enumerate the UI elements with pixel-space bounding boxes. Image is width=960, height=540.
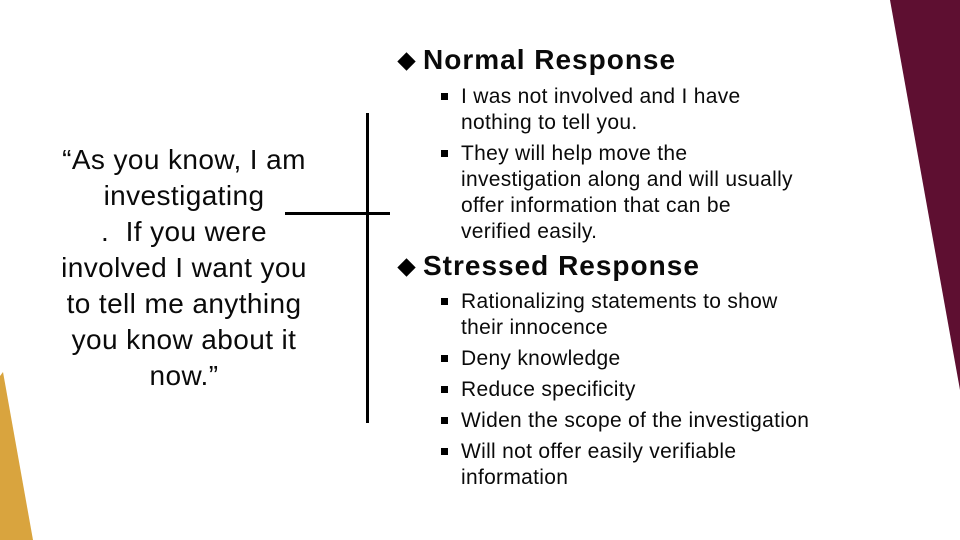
bullet-text: Will not offer easily verifiable informa… xyxy=(461,440,737,489)
section-heading-normal: Normal Response xyxy=(397,44,677,76)
bullet-item: Rationalizing statements to show their i… xyxy=(398,289,923,341)
section-heading-normal-label: Normal Response xyxy=(423,44,677,75)
vertical-divider-line xyxy=(366,113,369,423)
section-heading-stressed: Stressed Response xyxy=(397,250,700,282)
section-heading-stressed-label: Stressed Response xyxy=(423,250,700,281)
bullet-item: Widen the scope of the investigation xyxy=(398,408,923,434)
square-bullet-icon xyxy=(441,93,448,100)
bullet-text: They will help move the investigation al… xyxy=(461,142,793,243)
quote-text: “As you know, I am investigating . If yo… xyxy=(61,144,307,391)
square-bullet-icon xyxy=(441,150,448,157)
bullet-item: I was not involved and I have nothing to… xyxy=(398,84,923,136)
stressed-response-list: Rationalizing statements to show their i… xyxy=(398,289,923,496)
square-bullet-icon xyxy=(441,355,448,362)
square-bullet-icon xyxy=(441,417,448,424)
bullet-text: Reduce specificity xyxy=(461,378,636,401)
content-column: Normal Response I was not involved and I… xyxy=(397,0,923,540)
square-bullet-icon xyxy=(441,298,448,305)
bullet-text: Rationalizing statements to show their i… xyxy=(461,290,778,339)
bullet-item: Deny knowledge xyxy=(398,346,923,372)
square-bullet-icon xyxy=(441,386,448,393)
bullet-item: They will help move the investigation al… xyxy=(398,141,923,245)
bullet-item: Reduce specificity xyxy=(398,377,923,403)
bullet-text: Deny knowledge xyxy=(461,347,621,370)
square-bullet-icon xyxy=(441,448,448,455)
bullet-text: I was not involved and I have nothing to… xyxy=(461,85,741,134)
gold-corner-shape xyxy=(0,372,33,540)
bullet-text: Widen the scope of the investigation xyxy=(461,409,810,432)
diamond-bullet-icon xyxy=(397,51,416,71)
normal-response-list: I was not involved and I have nothing to… xyxy=(398,84,923,250)
diamond-bullet-icon xyxy=(397,257,416,277)
bullet-item: Will not offer easily verifiable informa… xyxy=(398,439,923,491)
